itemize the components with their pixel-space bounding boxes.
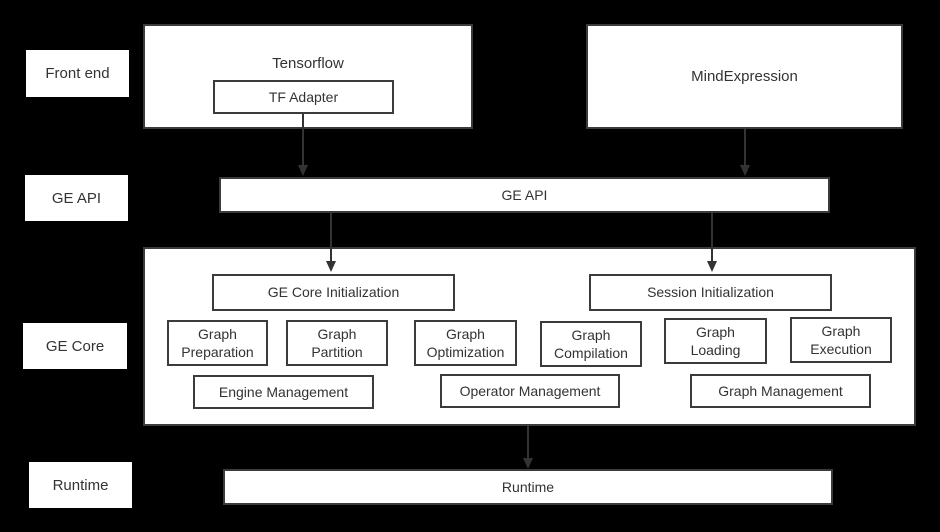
arrow-tf-adapter-to-ge-api <box>298 114 308 176</box>
graph-preparation-box: Graph Preparation <box>167 320 268 366</box>
graph-partition-box: Graph Partition <box>286 320 388 366</box>
arrow-ge-api-to-ge-core-init <box>326 213 336 272</box>
graph-execution-box: Graph Execution <box>790 317 892 363</box>
engine-management-box: Engine Management <box>193 375 374 409</box>
tensorflow-label: Tensorflow <box>272 55 344 72</box>
mind-expression-box: MindExpression <box>586 24 903 129</box>
ge-core-initialization-box: GE Core Initialization <box>212 274 455 311</box>
session-initialization-box: Session Initialization <box>589 274 832 311</box>
graph-compilation-box: Graph Compilation <box>540 321 642 367</box>
graph-loading-box: Graph Loading <box>664 318 767 364</box>
row-label-front-end: Front end <box>26 50 129 97</box>
graph-management-box: Graph Management <box>690 374 871 408</box>
operator-management-box: Operator Management <box>440 374 620 408</box>
arrow-ge-core-to-runtime <box>523 426 533 469</box>
tf-adapter-box: TF Adapter <box>213 80 394 114</box>
arrow-mindexpression-to-ge-api <box>740 129 750 176</box>
row-label-runtime: Runtime <box>29 462 132 508</box>
arrow-ge-api-to-session-init <box>707 213 717 272</box>
runtime-box: Runtime <box>223 469 833 505</box>
ge-api-box: GE API <box>219 177 830 213</box>
row-label-ge-api: GE API <box>25 175 128 221</box>
graph-optimization-box: Graph Optimization <box>414 320 517 366</box>
row-label-ge-core: GE Core <box>23 323 127 369</box>
